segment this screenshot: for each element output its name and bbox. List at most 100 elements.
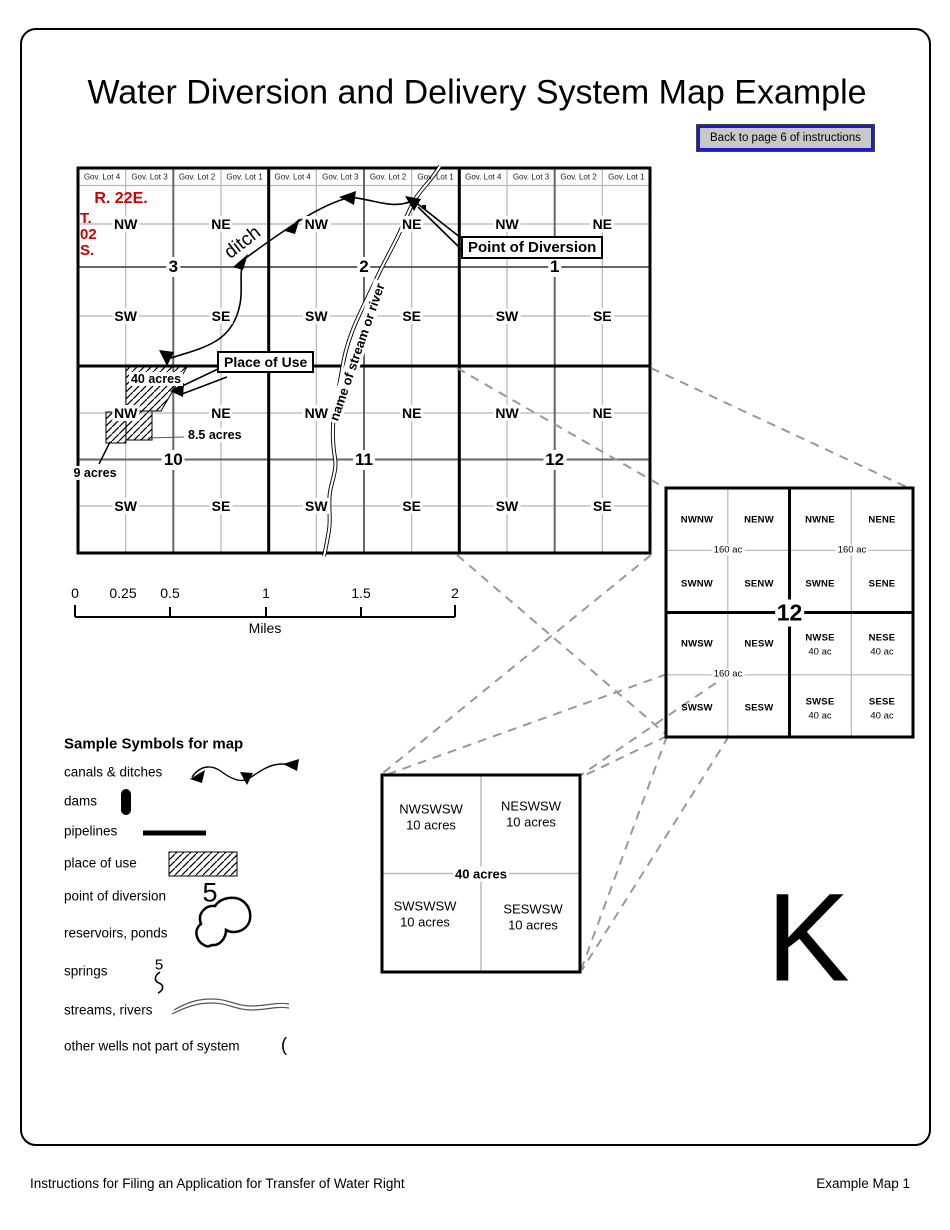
blowup40-cell: SESWSW <box>503 901 563 917</box>
blowup12-cell: SESW <box>744 702 774 714</box>
quadrant-label: NW <box>493 405 521 421</box>
blowup12-40ac: 40 ac <box>808 646 832 658</box>
projection-dashed-lines <box>382 367 912 971</box>
legend-canal-symbol <box>190 759 299 785</box>
blowup12-160ac: 160 ac <box>711 668 745 680</box>
blowup12-cell: NWNW <box>680 514 714 526</box>
gov-lot-label: Gov. Lot 4 <box>274 172 311 182</box>
quadrant-label: NE <box>590 405 615 421</box>
blowup12-cell: NWSW <box>681 638 713 650</box>
gov-lot-label: Gov. Lot 4 <box>83 172 121 182</box>
quadrant-label: SW <box>303 498 330 514</box>
gov-lot-label: Gov. Lot 2 <box>369 172 407 182</box>
scale-tick-label: 0 <box>71 585 79 601</box>
blowup12-cell: SWNE <box>805 578 835 590</box>
quadrant-label: SW <box>493 498 521 514</box>
blowup40-acres: 10 acres <box>508 917 558 933</box>
acres-85-label: 8.5 acres <box>186 428 244 442</box>
blowup12-cell: SWSE <box>805 696 835 708</box>
blowup12-160ac: 160 ac <box>711 544 745 556</box>
quadrant-label: SW <box>112 308 139 324</box>
blowup12-cell: SENW <box>744 578 774 590</box>
blowup12-cell: SWSW <box>681 702 713 714</box>
blowup40-cell: NWSWSW <box>399 801 463 817</box>
blowup12-40ac: 40 ac <box>808 710 832 722</box>
gov-lot-label: Gov. Lot 2 <box>560 172 597 182</box>
acres-40-label: 40 acres <box>128 372 184 386</box>
blowup12-cell: NWNE <box>805 514 835 526</box>
gov-lot-label: Gov. Lot 1 <box>226 172 263 182</box>
footer-left-text: Instructions for Filing an Application f… <box>30 1176 405 1191</box>
quadrant-label: NW <box>302 216 330 232</box>
place-of-use-callout <box>98 368 228 465</box>
quadrant-label: SE <box>590 308 614 324</box>
blowup40-acres: 10 acres <box>400 914 450 930</box>
blowup40-cell: NESWSW <box>501 798 561 814</box>
section-number: 3 <box>166 257 181 277</box>
acres-9-label: 9 acres <box>71 466 119 480</box>
blowup12-cell: NESE <box>868 632 896 644</box>
section-number: 10 <box>161 449 185 470</box>
blowup12-cell: NENE <box>868 514 896 526</box>
section-number: 12 <box>543 449 567 470</box>
legend-item-springs: springs <box>64 963 108 979</box>
quadrant-label: NW <box>112 405 140 421</box>
scale-tick-label: 0.5 <box>160 585 180 601</box>
legend-springs-glyph: 5 <box>154 956 164 974</box>
blowup40-acres: 10 acres <box>506 814 556 830</box>
legend-place-of-use-symbol <box>168 851 238 877</box>
quadrant-label: NE <box>209 405 233 421</box>
legend-item-place-of-use: place of use <box>64 855 137 871</box>
blowup12-cell: NENW <box>744 514 774 526</box>
big-letter-k: K <box>766 868 850 1008</box>
point-of-diversion-callout <box>405 196 462 250</box>
quadrant-label: SE <box>209 308 233 324</box>
quadrant-label: SE <box>209 498 233 514</box>
quadrant-label: SW <box>303 308 330 324</box>
blowup12-cell: NESW <box>744 638 774 650</box>
range-label: R. 22E. <box>94 190 148 207</box>
section-number: 1 <box>547 257 562 277</box>
township-label-t: T. <box>80 210 92 227</box>
legend-reservoir-symbol <box>195 896 252 948</box>
quadrant-label: SE <box>400 308 424 324</box>
scale-unit-label: Miles <box>248 620 282 636</box>
legend-point-of-diversion-glyph: 5 <box>202 877 218 908</box>
gov-lot-label: Gov. Lot 3 <box>322 172 359 182</box>
blowup12-40ac: 40 ac <box>870 710 894 722</box>
legend-other-wells-glyph: ( <box>280 1035 288 1056</box>
quadrant-label: SE <box>400 498 424 514</box>
blowup40-center-label: 40 acres <box>452 866 510 881</box>
legend-item-streams: streams, rivers <box>64 1002 153 1018</box>
legend-item-other-wells: other wells not part of system <box>64 1038 240 1054</box>
gov-lot-label: Gov. Lot 4 <box>465 172 502 182</box>
quadrant-label: NE <box>399 405 424 421</box>
quadrant-label: NE <box>209 216 233 232</box>
blowup40-acres: 10 acres <box>406 817 456 833</box>
legend-item-reservoirs: reservoirs, ponds <box>64 925 168 941</box>
back-to-instructions-button[interactable]: Back to page 6 of instructions <box>696 124 875 152</box>
section-number: 11 <box>353 449 375 470</box>
scale-tick-label: 0.25 <box>109 585 137 601</box>
point-of-diversion-box: Point of Diversion <box>461 236 604 259</box>
blowup12-cell: SENE <box>868 578 896 590</box>
blowup40-cell: SWSWSW <box>393 898 457 914</box>
page-border <box>20 28 931 1146</box>
gov-lot-label: Gov. Lot 3 <box>512 172 550 182</box>
gov-lot-label: Gov. Lot 2 <box>178 172 216 182</box>
township-label-s: S. <box>80 242 95 259</box>
ditch-path <box>159 191 413 366</box>
gov-lot-label: Gov. Lot 1 <box>608 172 645 182</box>
gov-lot-label: Gov. Lot 3 <box>131 172 168 182</box>
scale-tick-label: 1 <box>262 585 270 601</box>
scale-tick-label: 2 <box>451 585 459 601</box>
blowup12-cell: NWSE <box>805 632 835 644</box>
quadrant-label: SW <box>112 498 139 514</box>
legend-dam-symbol <box>121 789 131 815</box>
legend-item-dams: dams <box>64 793 98 809</box>
legend-title: Sample Symbols for map <box>64 735 244 753</box>
place-of-use-box: Place of Use <box>217 351 315 373</box>
blowup12-160ac: 160 ac <box>835 544 869 556</box>
blowup12-cell: SESE <box>868 696 896 708</box>
